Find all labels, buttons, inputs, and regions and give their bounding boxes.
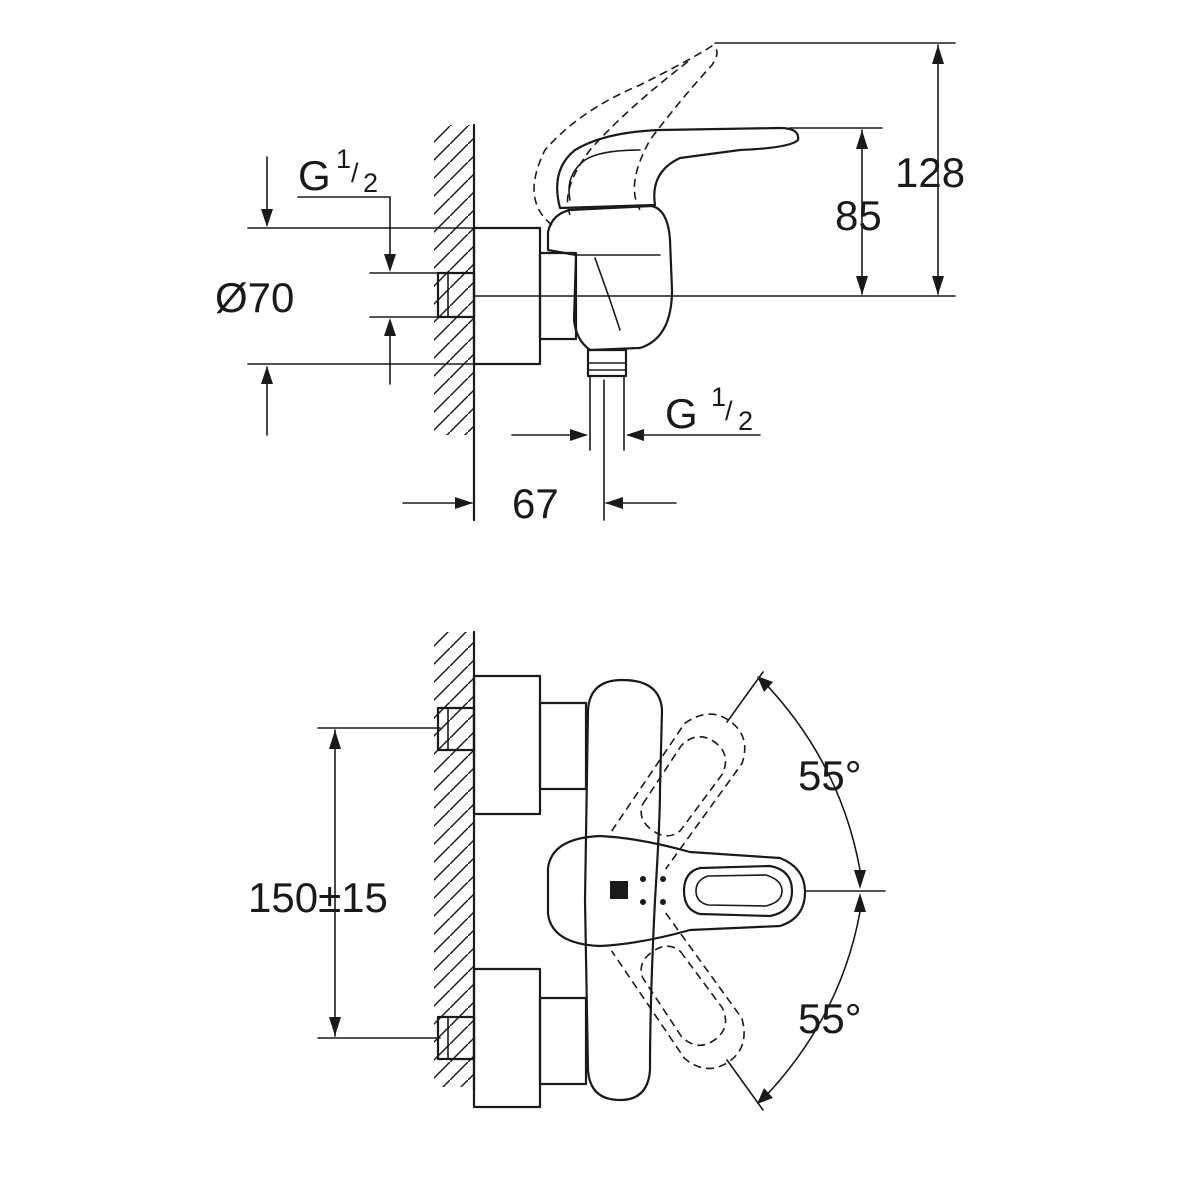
thread-top-letter: G — [298, 152, 331, 199]
valve-body-front — [583, 678, 664, 1102]
thread-bottom-letter: G — [665, 390, 698, 437]
lever-side — [556, 126, 800, 210]
angle-down-label: 55° — [798, 995, 862, 1042]
escutcheon-bottom — [472, 967, 542, 1109]
diameter-label: Ø70 — [215, 274, 294, 321]
projection-label: 67 — [512, 480, 559, 527]
lever-front — [546, 834, 807, 948]
angle-up-label: 55° — [798, 752, 862, 799]
thread-top-num: 1 — [336, 144, 351, 174]
lever-grip-slot — [682, 864, 794, 918]
lever-right-dashed — [610, 912, 745, 1070]
thread-bottom-num: 1 — [711, 382, 726, 412]
thread-bottom-slash: / — [725, 396, 733, 426]
height-axis-label: 85 — [835, 192, 882, 239]
angle-arc-up — [759, 677, 861, 871]
side-view — [247, 42, 956, 522]
lever-left-dashed — [610, 713, 746, 870]
wall-hatch-top — [434, 125, 474, 435]
inlet-connector — [436, 271, 476, 319]
valve-body-side — [546, 204, 674, 352]
wall-hatch-bottom — [434, 632, 474, 1087]
lever-raised-dashed — [533, 45, 718, 226]
angle-arc-down — [759, 911, 861, 1103]
centre-distance-label: 150±15 — [248, 874, 388, 921]
thread-bottom-den: 2 — [738, 406, 753, 436]
escutcheon-top — [472, 674, 542, 816]
thread-top-den: 2 — [363, 168, 378, 198]
height-total-label: 128 — [895, 149, 965, 196]
front-view — [317, 630, 886, 1111]
thread-top-slash: / — [351, 158, 359, 188]
